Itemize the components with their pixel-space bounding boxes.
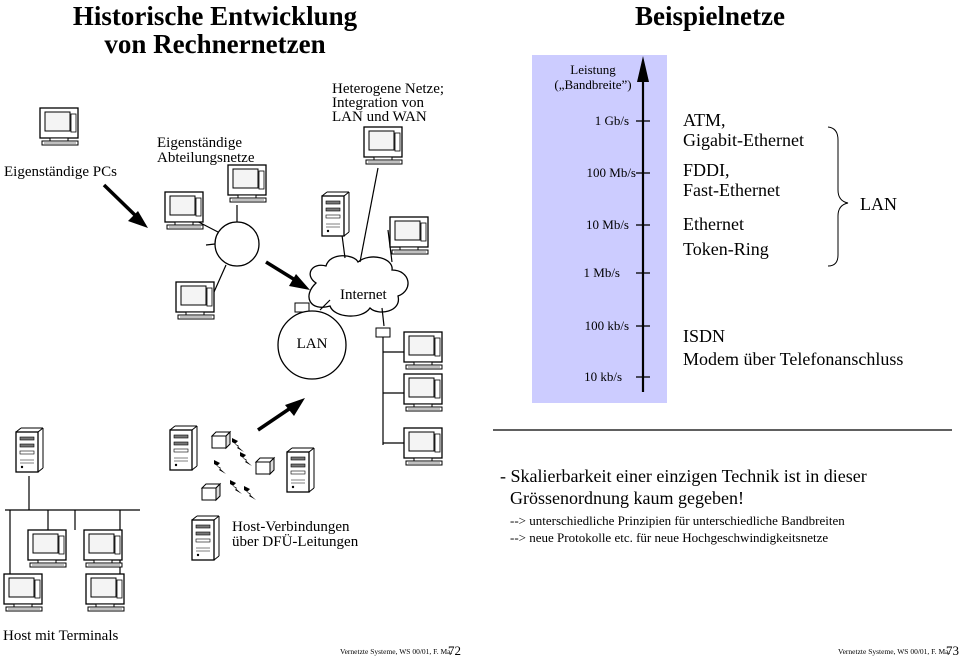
heterogene-netze-group	[277, 126, 443, 466]
right-title: Beispielnetze	[635, 1, 785, 31]
modem-icon	[255, 457, 275, 475]
bullet-3: --> neue Protokolle etc. für neue Hochge…	[510, 530, 829, 545]
abteilungsnetz-group	[164, 164, 267, 320]
server-tower-icon	[286, 447, 315, 493]
axis-ticks	[636, 120, 650, 378]
stage-label-heterogen-2: Integration von	[332, 95, 425, 111]
host-terminals-label: Host mit Terminals	[3, 628, 119, 644]
pc-monitor-icon	[83, 529, 123, 568]
title-line-1: Historische Entwicklung	[72, 1, 358, 31]
tick-label: 10 kb/s	[584, 369, 622, 384]
bullet-1-line-2: Grössenordnung kaum gegeben!	[510, 488, 744, 508]
host-dfue-label-2: über DFÜ-Leitungen	[232, 534, 359, 550]
evolution-arrow-icon	[289, 274, 310, 290]
lightning-icon	[214, 460, 226, 474]
bullet-1-line-1: - Skalierbarkeit einer einzigen Technik …	[500, 466, 867, 486]
server-tower-icon	[321, 191, 350, 237]
page-number-left: 72	[448, 643, 461, 658]
cloud-icon	[308, 255, 409, 317]
net-gigabit: Gigabit-Ethernet	[683, 130, 804, 150]
footer-left: Vernetzte Systeme, WS 00/01, F. Ma.	[340, 647, 453, 656]
modem-icon	[211, 431, 231, 449]
net-fddi: FDDI,	[683, 160, 730, 180]
stage-label-abteilung-2: Abteilungsnetze	[157, 150, 255, 166]
stage-label-pcs: Eigenständige PCs	[4, 164, 117, 180]
lan-brace	[827, 126, 849, 267]
lightning-icon	[230, 480, 242, 494]
modem-icon	[201, 483, 221, 501]
axis-title-1: Leistung	[570, 62, 616, 77]
pc-monitor-icon	[39, 107, 79, 146]
tick-label: 1 Gb/s	[594, 113, 629, 128]
pc-monitor-icon	[403, 427, 443, 466]
pc-monitor-icon	[389, 216, 429, 255]
pc-monitor-icon	[3, 573, 43, 612]
lightning-icon	[232, 438, 244, 452]
axis-arrow-icon	[637, 56, 649, 82]
net-fast-ethernet: Fast-Ethernet	[683, 180, 780, 200]
pc-monitor-icon	[85, 573, 125, 612]
bullet-2: --> unterschiedliche Prinzipien für unte…	[510, 513, 845, 528]
tick-label: 100 Mb/s	[586, 165, 636, 180]
pc-monitor-icon	[403, 373, 443, 412]
pc-monitor-icon	[363, 126, 403, 165]
pc-monitor-icon	[27, 529, 67, 568]
stage-label-abteilung-1: Eigenständige	[157, 135, 242, 151]
stage-label-heterogen-1: Heterogene Netze;	[332, 81, 445, 97]
lightning-icon	[240, 452, 252, 466]
net-token-ring: Token-Ring	[683, 239, 769, 259]
router-box-icon	[375, 327, 391, 338]
server-tower-icon	[191, 515, 220, 561]
host-dfue-label-1: Host-Verbindungen	[232, 519, 350, 535]
ring-network-icon	[214, 221, 260, 267]
router-box-icon	[294, 302, 310, 313]
net-lan: LAN	[860, 194, 897, 214]
page-number-right: 73	[946, 643, 959, 658]
internet-label: Internet	[340, 287, 387, 303]
tick-label: 100 kb/s	[584, 318, 629, 333]
title-line-2: von Rechnernetzen	[104, 29, 326, 59]
evolution-arrow-shaft-1	[102, 183, 142, 222]
net-isdn: ISDN	[683, 326, 726, 346]
net-ethernet: Ethernet	[683, 214, 744, 234]
tick-label: 1 Mb/s	[583, 265, 620, 280]
evolution-arrow-icon	[285, 398, 305, 416]
pc-monitor-icon	[403, 331, 443, 370]
lan-label: LAN	[296, 336, 328, 352]
lan-ring-icon	[277, 310, 347, 380]
pc-monitor-icon	[227, 164, 267, 203]
eigenstaendige-pcs-group	[39, 107, 79, 146]
server-tower-icon	[15, 427, 44, 473]
net-modem: Modem über Telefonanschluss	[683, 349, 904, 369]
bandwidth-band	[532, 55, 667, 403]
lightning-icon	[244, 486, 256, 500]
pc-monitor-icon	[175, 281, 215, 320]
stage-label-heterogen-3: LAN und WAN	[332, 109, 427, 125]
host-terminals-group	[3, 427, 140, 612]
pc-monitor-icon	[164, 191, 204, 230]
server-tower-icon	[169, 425, 198, 471]
footer-right: Vernetzte Systeme, WS 00/01, F. Ma.	[838, 647, 951, 656]
net-atm: ATM,	[683, 110, 726, 130]
tick-label: 10 Mb/s	[586, 217, 629, 232]
axis-title-2: („Bandbreite”)	[554, 77, 632, 92]
evolution-arrow-icon	[128, 211, 148, 228]
